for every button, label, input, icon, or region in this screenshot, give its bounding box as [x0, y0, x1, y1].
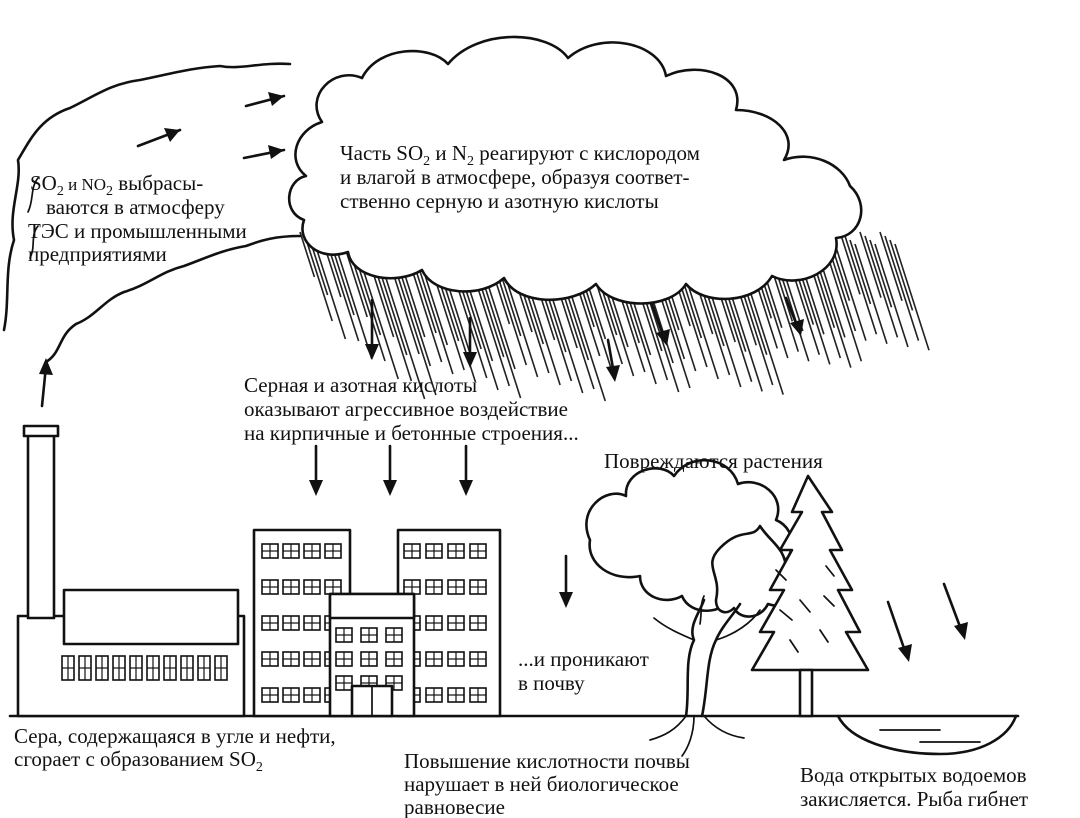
arrow-icon [136, 128, 182, 148]
label-acidity-line-1: Повышение кислотности почвы [404, 749, 690, 773]
deciduous-tree [585, 459, 797, 757]
label-buildings-line-3: на кирпичные и бетонные строения... [244, 421, 579, 445]
building-windows [335, 627, 403, 691]
label-sulfur-line-1: Сера, содержащаяся в угле и нефти, [14, 724, 336, 748]
label-acidity-line-2: нарушает в ней биологическое [404, 772, 679, 796]
label-buildings-effect: Серная и азотная кислоты оказывают агрес… [244, 373, 579, 445]
factory [16, 424, 246, 718]
label-buildings-line-2: оказывают агрессивное воздействие [244, 397, 568, 421]
label-soil-penetration: ...и проникают в почву [518, 647, 649, 695]
arrow-icon [784, 296, 804, 336]
smoke-arrows [39, 92, 286, 408]
arrow-icon [459, 444, 473, 496]
building-windows [403, 543, 487, 703]
smoke-plume [2, 62, 302, 364]
factory-windows [61, 655, 228, 681]
arrow-icon [383, 444, 397, 496]
label-water-line-1: Вода открытых водоемов [800, 763, 1027, 787]
label-acidity-line-3: равновесие [404, 795, 505, 818]
label-emission-line-2: ваются в атмосферу [46, 195, 225, 219]
label-sulfur-line-2: сгорает с образованием SO2 [14, 747, 263, 775]
arrow-icon [559, 554, 573, 608]
arrow-icon [650, 302, 670, 346]
label-cloud-line-2: и влагой в атмосфере, образуя соответ- [340, 165, 690, 189]
label-emission-line-3: ТЭС и промышленными [28, 219, 247, 243]
label-cloud-line-1: Часть SO2 и N2 реагируют с кислородом [340, 141, 700, 169]
label-soil-line-2: в почву [518, 671, 585, 695]
arrow-icon [463, 316, 477, 368]
label-water-line-2: закисляется. Рыба гибнет [800, 787, 1028, 811]
cloud [287, 35, 863, 305]
label-soil-line-1: ...и проникают [518, 647, 649, 671]
building-center [328, 592, 416, 718]
label-plants: Повреждаются растения [604, 449, 823, 473]
arrow-icon [309, 444, 323, 496]
conifer-tree [750, 474, 870, 718]
arrow-icon [39, 358, 53, 408]
arrow-icon [942, 582, 968, 640]
label-cloud-line-3: ственно серную и азотную кислоты [340, 189, 659, 213]
label-buildings-line-1: Серная и азотная кислоты [244, 373, 477, 397]
building-windows [261, 543, 342, 703]
label-water: Вода открытых водоемов закисляется. Рыба… [800, 763, 1028, 811]
pond [836, 714, 1018, 756]
arrow-icon [365, 298, 379, 360]
label-cloud: Часть SO2 и N2 реагируют с кислородом и … [340, 141, 700, 213]
label-emission-line-1: SO2 и NO2 выбрасы- [30, 171, 203, 199]
label-soil-acidity: Повышение кислотности почвы нарушает в н… [404, 749, 690, 818]
arrow-icon [244, 92, 286, 108]
label-emission-line-4: предприятиями [28, 242, 167, 266]
arrow-icon [606, 338, 620, 382]
arrow-icon [242, 145, 286, 160]
arrow-icon [886, 600, 912, 662]
label-emission: SO2 и NO2 выбрасы- ваются в атмосферу ТЭ… [28, 171, 247, 266]
label-sulfur: Сера, содержащаяся в угле и нефти, сгора… [14, 724, 336, 775]
rain-arrows [38, 296, 968, 708]
